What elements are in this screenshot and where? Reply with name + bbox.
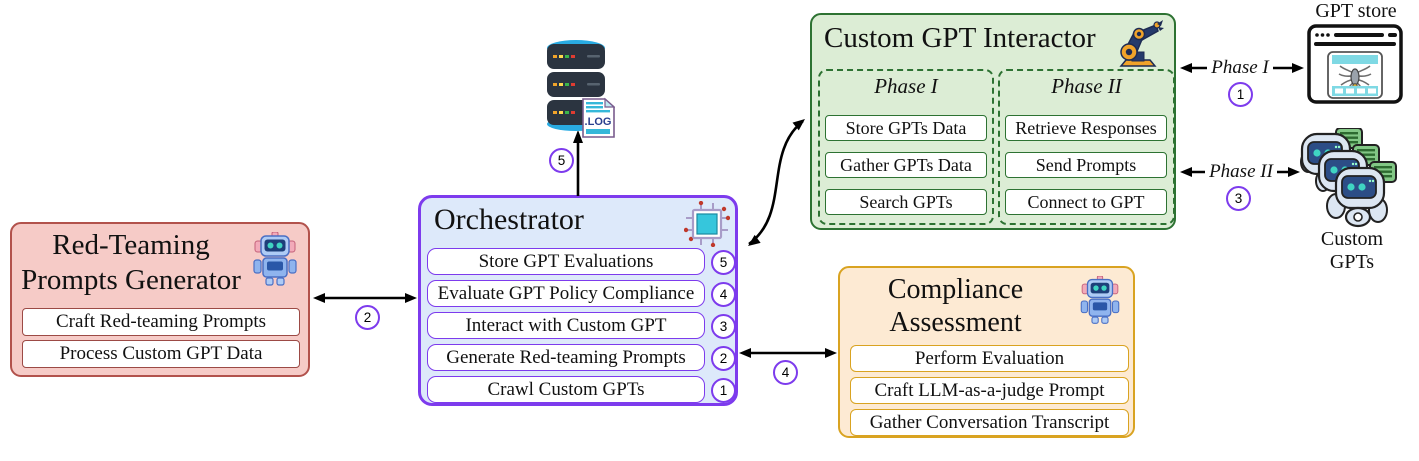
phase1-group: Phase I Store GPTs Data Gather GPTs Data…: [818, 69, 994, 225]
custom-gpt-interactor-title: Custom GPT Interactor: [824, 22, 1096, 54]
phase1-arrow-label: Phase I: [1207, 57, 1273, 79]
connection-number-5: 5: [549, 148, 574, 173]
orchestrator-step-store-evaluations: Store GPT Evaluations: [427, 248, 705, 275]
connection-number-4: 4: [773, 360, 798, 385]
compliance-function-perform-evaluation: Perform Evaluation: [850, 345, 1129, 372]
gpt-store-label: GPT store: [1315, 0, 1397, 22]
phase2-title: Phase II: [1051, 74, 1122, 98]
orchestrator-step-crawl-gpts: Crawl Custom GPTs: [427, 376, 705, 403]
compliance-function-gather-transcript: Gather Conversation Transcript: [850, 409, 1129, 436]
phase2-function-retrieve-responses: Retrieve Responses: [1005, 115, 1167, 141]
step-number-badge: 2: [711, 346, 736, 371]
phase2-arrow-label: Phase II: [1205, 161, 1277, 183]
log-file-label: .LOG: [585, 116, 612, 128]
step-number-badge: 3: [711, 314, 736, 339]
cpu-chip-icon: [683, 200, 731, 252]
phase1-function-search-gpts: Search GPTs: [825, 189, 987, 215]
robot-icon: [1077, 275, 1123, 331]
phase1-function-gather-data: Gather GPTs Data: [825, 152, 987, 178]
phase2-group: Phase II Retrieve Responses Send Prompts…: [998, 69, 1175, 225]
connection-number-1: 1: [1228, 82, 1253, 107]
phase2-function-send-prompts: Send Prompts: [1005, 152, 1167, 178]
robot-icon: [250, 231, 300, 293]
orchestrator-step-evaluate-compliance: Evaluate GPT Policy Compliance: [427, 280, 705, 307]
phase1-title: Phase I: [874, 74, 938, 98]
generator-function-craft-prompts: Craft Red-teaming Prompts: [22, 308, 300, 336]
orchestrator-step-interact-gpt: Interact with Custom GPT: [427, 312, 705, 339]
compliance-assessment-module: Compliance Assessment Perform Evaluation: [838, 266, 1135, 438]
generator-function-process-data: Process Custom GPT Data: [22, 340, 300, 368]
custom-gpts-robots-icon: [1300, 127, 1402, 235]
orchestrator-module: Orchestrator Store GPT Evaluations Evalu…: [418, 195, 738, 406]
compliance-assessment-title: Compliance Assessment: [887, 274, 1024, 338]
robot-arm-icon: [1112, 19, 1164, 72]
orchestrator-step-generate-prompts: Generate Red-teaming Prompts: [427, 344, 705, 371]
step-number-badge: 1: [711, 378, 736, 403]
orchestrator-title: Orchestrator: [434, 203, 584, 236]
connection-number-2: 2: [355, 305, 380, 330]
phase2-function-connect-gpt: Connect to GPT: [1005, 189, 1167, 215]
phase1-function-store-data: Store GPTs Data: [825, 115, 987, 141]
gpt-store-browser-crawler-icon: [1307, 24, 1403, 109]
step-number-badge: 4: [711, 282, 736, 307]
red-teaming-generator-module: Red-Teaming Prompts Generator Craft Red-…: [10, 222, 310, 377]
step-number-badge: 5: [711, 250, 736, 275]
database-log-icon: .LOG: [543, 36, 616, 143]
custom-gpts-label: Custom GPTs: [1320, 228, 1384, 273]
red-teaming-generator-title: Red-Teaming Prompts Generator: [21, 229, 241, 296]
connection-number-3: 3: [1226, 186, 1251, 211]
compliance-function-craft-judge-prompt: Craft LLM-as-a-judge Prompt: [850, 377, 1129, 404]
custom-gpt-interactor-module: Custom GPT Interactor Phase I Store GPTs…: [810, 13, 1176, 230]
